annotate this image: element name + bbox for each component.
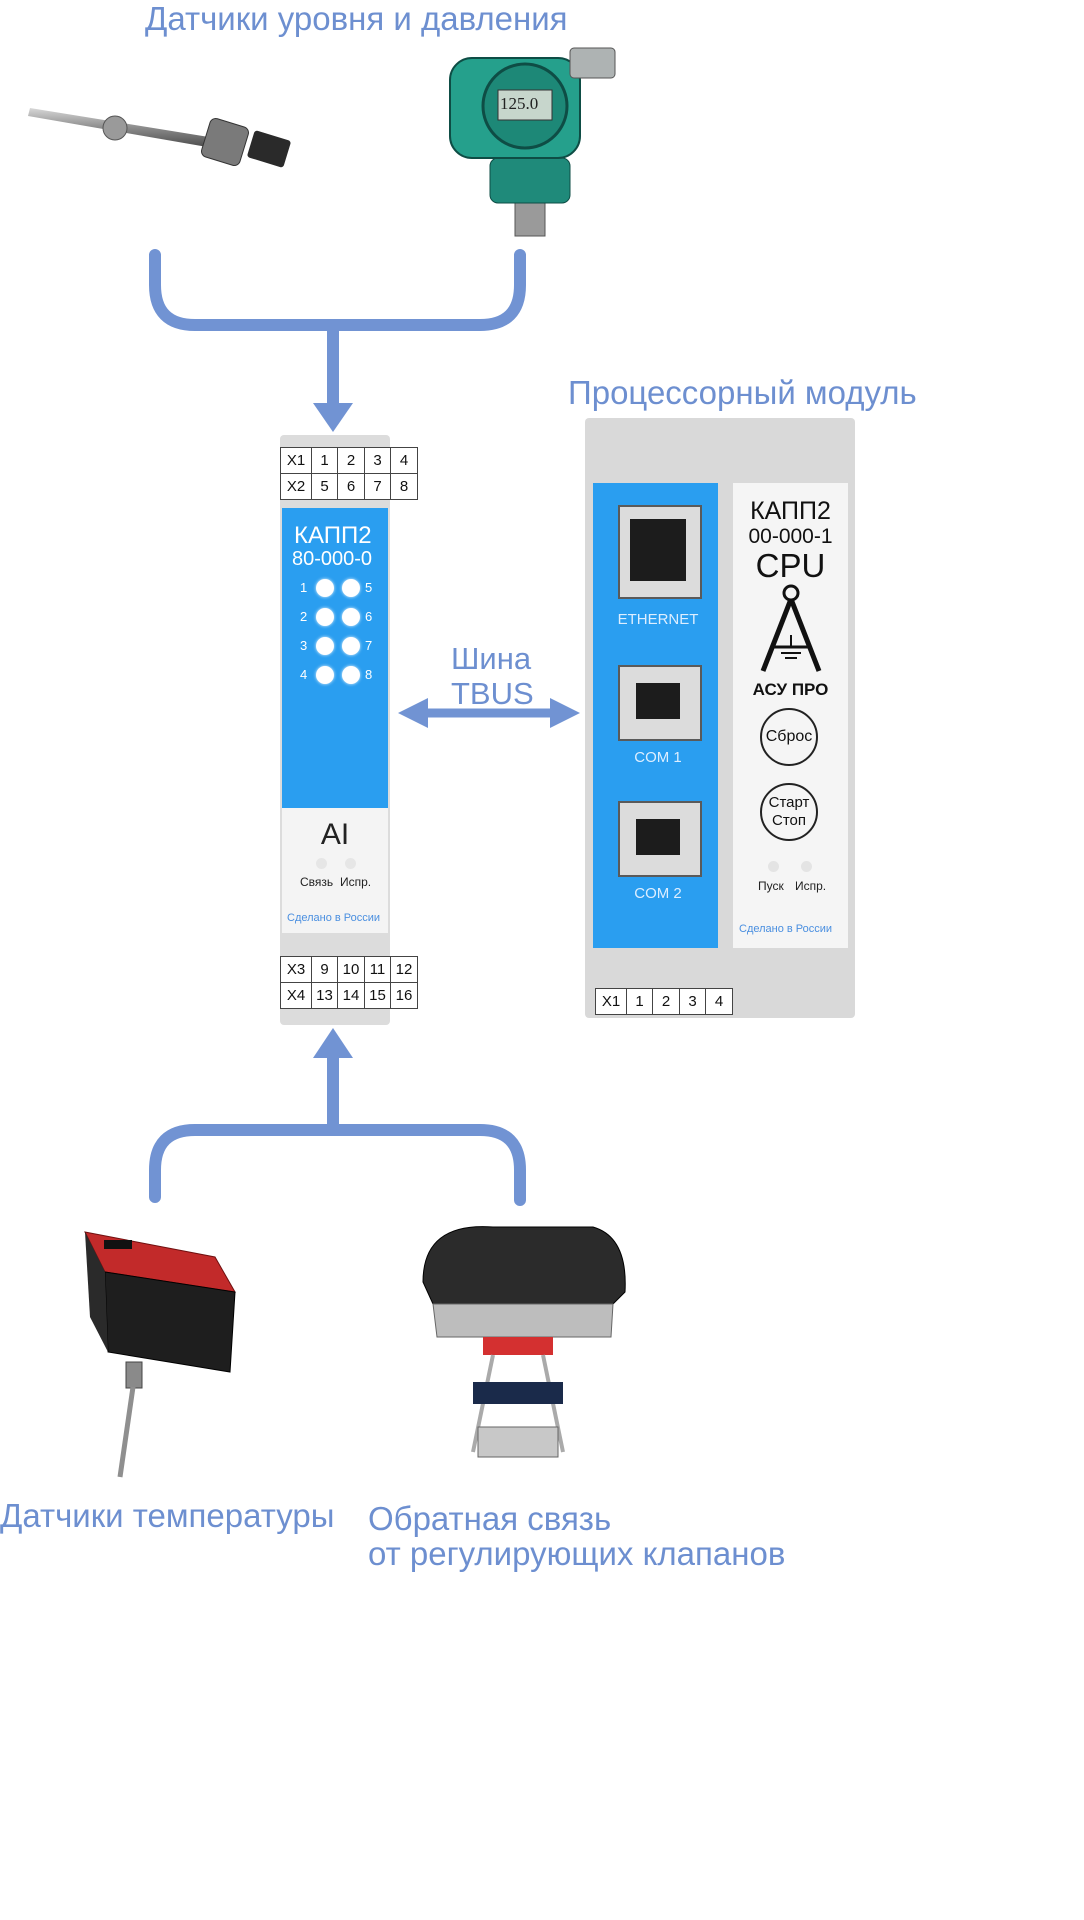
temperature-sensor-image bbox=[84, 1231, 236, 1478]
bottom-merge-connector bbox=[149, 1049, 526, 1206]
ai-module: X1 1 2 3 4 X2 5 6 7 8 КАПП2 80-000-0 1 5… bbox=[280, 435, 418, 1025]
ai-channel-num: 8 bbox=[365, 667, 373, 682]
start-label: Старт bbox=[768, 794, 810, 811]
ai-channel-led bbox=[342, 637, 360, 655]
ethernet-port-label: ETHERNET bbox=[617, 611, 699, 628]
pressure-transmitter-image bbox=[449, 47, 616, 237]
ai-channel-led bbox=[316, 637, 334, 655]
caption-valve-feedback-line2: от регулирующих клапанов bbox=[368, 1535, 786, 1572]
ai-channel-num: 6 bbox=[365, 609, 373, 624]
ai-channel-led bbox=[316, 579, 334, 597]
ai-terminal-x3: X3 9 10 11 12 bbox=[280, 956, 418, 983]
arrow-up-head bbox=[313, 1028, 353, 1058]
com1-port[interactable] bbox=[618, 665, 702, 741]
ai-channel-num: 2 bbox=[300, 609, 308, 624]
ai-channel-num: 4 bbox=[300, 667, 308, 682]
ai-channel-num: 1 bbox=[300, 580, 308, 595]
caption-bus-line2: TBUS bbox=[451, 676, 534, 711]
cpu-led-label-fault: Испр. bbox=[795, 879, 827, 893]
reset-button-label: Сброс bbox=[765, 728, 813, 745]
ai-channel-led bbox=[342, 579, 360, 597]
ai-channel-led bbox=[342, 666, 360, 684]
ai-led-label-link: Связь bbox=[300, 875, 334, 889]
ai-channel-led bbox=[316, 608, 334, 626]
caption-bus-line1: Шина bbox=[451, 641, 532, 676]
com2-port[interactable] bbox=[618, 801, 702, 877]
com2-port-label: COM 2 bbox=[634, 885, 682, 902]
caption-valve-feedback-line1: Обратная связь bbox=[368, 1500, 612, 1537]
compass-logo-icon bbox=[760, 584, 822, 672]
ai-made-in-label: Сделано в России bbox=[287, 912, 381, 924]
start-stop-button[interactable]: Старт Стоп bbox=[760, 783, 818, 841]
cpu-port-panel: ETHERNET COM 1 COM 2 bbox=[593, 483, 718, 948]
cpu-fault-led bbox=[801, 861, 812, 872]
cpu-terminal-x1: X1 1 2 3 4 bbox=[595, 988, 733, 1015]
ai-model-label: КАПП2 bbox=[294, 522, 372, 549]
caption-temperature-sensors: Датчики температуры bbox=[0, 1497, 335, 1534]
cpu-model-code: 00-000-1 bbox=[748, 525, 833, 548]
caption-processor-module: Процессорный модуль bbox=[568, 374, 917, 411]
caption-level-pressure-sensors: Датчики уровня и давления bbox=[145, 0, 568, 37]
ai-module-type: AI bbox=[320, 818, 350, 851]
stop-label: Стоп bbox=[772, 812, 806, 829]
ai-front-panel: КАПП2 80-000-0 1 5 2 6 3 7 4 8 bbox=[282, 508, 388, 808]
ai-led-label-fault: Испр. bbox=[340, 875, 372, 889]
ai-channel-num: 7 bbox=[365, 638, 373, 653]
cpu-run-led bbox=[768, 861, 779, 872]
transmitter-display-readout: 125.0 bbox=[500, 94, 539, 113]
reset-button[interactable]: Сброс bbox=[760, 708, 818, 766]
ai-channel-num: 5 bbox=[365, 580, 373, 595]
ethernet-port[interactable] bbox=[618, 505, 702, 599]
ai-model-code: 80-000-0 bbox=[292, 548, 373, 570]
ai-terminal-x2: X2 5 6 7 8 bbox=[280, 473, 418, 500]
cpu-module-type: CPU bbox=[755, 547, 826, 584]
top-merge-connector bbox=[149, 249, 526, 411]
level-sensor-image bbox=[28, 108, 291, 168]
cpu-model-label: КАПП2 bbox=[750, 497, 831, 525]
ai-channel-num: 3 bbox=[300, 638, 308, 653]
ai-channel-led bbox=[342, 608, 360, 626]
ai-status-led bbox=[345, 858, 356, 869]
com1-port-label: COM 1 bbox=[634, 749, 682, 766]
valve-actuator-image bbox=[422, 1226, 626, 1458]
arrow-down-head bbox=[313, 403, 353, 432]
ai-terminal-x1: X1 1 2 3 4 bbox=[280, 447, 418, 474]
cpu-module: ETHERNET COM 1 COM 2 КАПП2 00-000-1 CPU … bbox=[585, 418, 855, 1018]
ai-channel-led bbox=[316, 666, 334, 684]
cpu-brand-label: АСУ ПРО bbox=[752, 680, 829, 699]
tbus-bidirectional-arrow bbox=[398, 698, 580, 728]
ai-terminal-x4: X4 13 14 15 16 bbox=[280, 982, 418, 1009]
ai-status-led bbox=[316, 858, 327, 869]
ai-lower-panel: AI Связь Испр. Сделано в России bbox=[282, 808, 388, 933]
cpu-front-panel: КАПП2 00-000-1 CPU АСУ ПРО Сброс Старт С… bbox=[733, 483, 848, 948]
cpu-led-label-run: Пуск bbox=[758, 879, 784, 893]
cpu-made-in-label: Сделано в России bbox=[739, 923, 833, 935]
